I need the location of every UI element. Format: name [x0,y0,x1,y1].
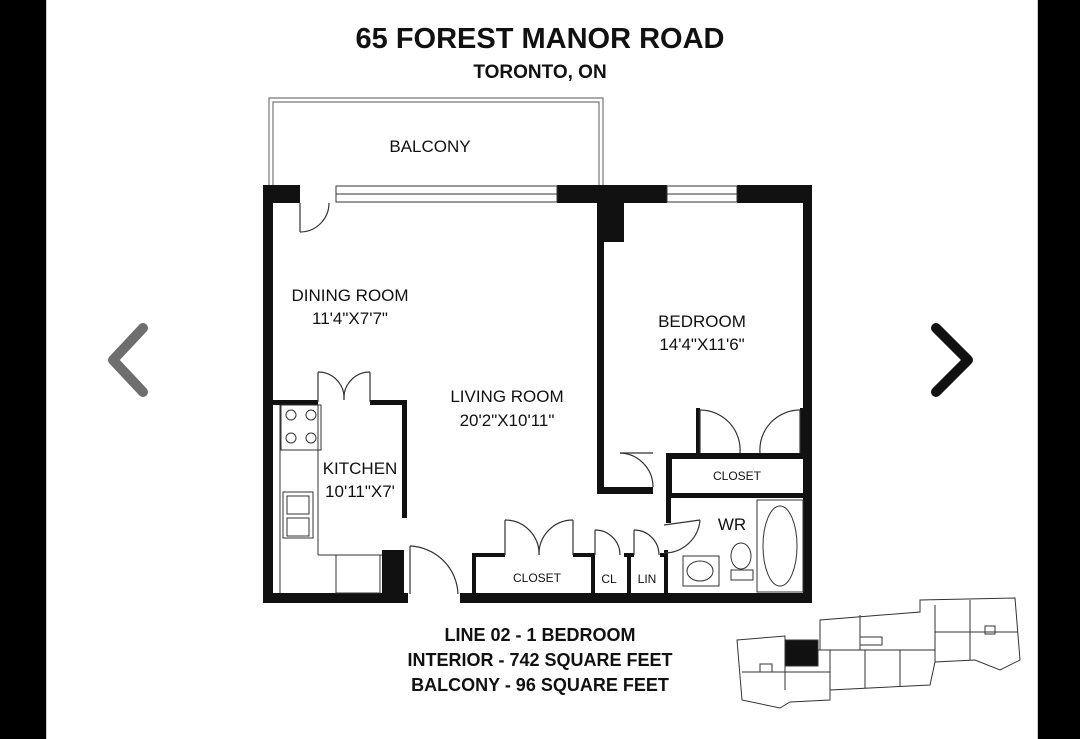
plan-title: 65 FOREST MANOR ROAD [356,23,725,55]
wr-label: WR [718,515,746,534]
kitchen-dims: 10'11"X7' [325,482,395,501]
bedroom-name: BEDROOM [658,312,746,331]
next-image-button[interactable] [918,320,978,400]
plan-subtitle: TORONTO, ON [473,62,606,83]
lin-label: LIN [638,572,657,586]
dining-room-dims: 11'4"X7'7" [312,309,388,328]
line-info: LINE 02 - 1 BEDROOM [444,625,635,645]
living-room-name: LIVING ROOM [450,387,563,406]
windows [335,185,738,203]
kitchen-fixtures [279,404,382,594]
balcony-label: BALCONY [389,137,470,156]
cl-label: CL [601,572,617,586]
previous-image-button[interactable] [95,320,155,400]
dining-room-name: DINING ROOM [291,286,408,305]
bedroom-dims: 14'4"X11'6" [659,335,744,354]
key-plan-thumbnail [736,597,1021,709]
balcony-area: BALCONY - 96 SQUARE FEET [411,675,669,695]
washroom-fixtures [682,499,804,593]
living-room-dims: 20'2"X10'11" [460,411,555,430]
chevron-left-icon [108,323,148,397]
interior-walls [273,203,806,595]
chevron-right-icon [931,323,973,397]
kitchen-name: KITCHEN [323,459,398,478]
balcony-outline [268,97,604,186]
door-swings [299,202,801,595]
interior-area: INTERIOR - 742 SQUARE FEET [407,650,672,670]
hall-closet-label: CLOSET [513,571,562,585]
exterior-walls [263,185,812,603]
bedroom-closet-label: CLOSET [713,469,762,483]
